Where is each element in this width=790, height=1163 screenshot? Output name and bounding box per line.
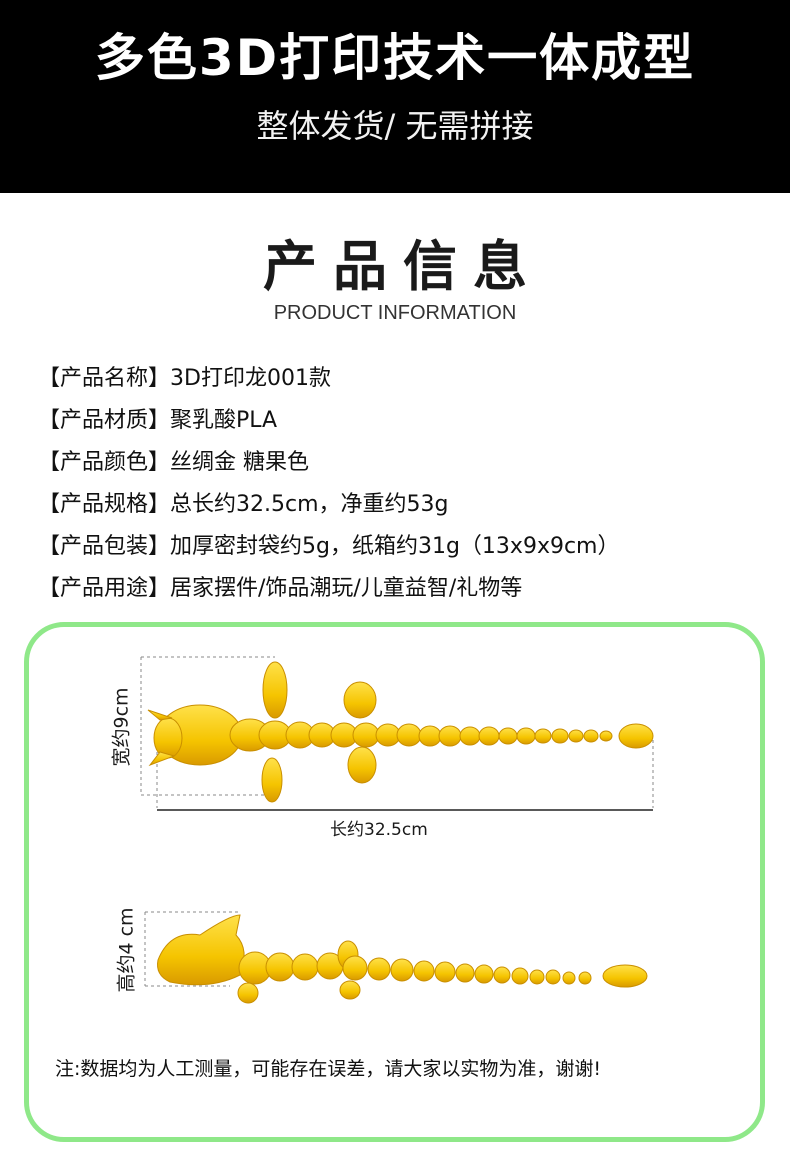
section-subtitle: PRODUCT INFORMATION	[273, 302, 517, 324]
spec-value: 聚乳酸PLA	[170, 408, 278, 433]
spec-value: 丝绸金 糖果色	[170, 450, 310, 475]
top-banner: 多色3D打印技术一体成型 整体发货/ 无需拼接	[0, 0, 790, 193]
spec-row-material: 【产品材质】聚乳酸PLA	[38, 400, 768, 442]
dragon-side-view	[157, 914, 648, 1004]
spec-row-package: 【产品包装】加厚密封袋约5g，纸箱约31g（13x9x9cm）	[38, 526, 768, 568]
height-label: 高约4 cm	[110, 905, 140, 995]
spec-row-color: 【产品颜色】丝绸金 糖果色	[38, 442, 768, 484]
spec-label: 【产品规格】	[38, 492, 171, 517]
spec-label: 【产品用途】	[38, 576, 171, 601]
length-label: 长约32.5cm	[330, 820, 428, 840]
measurement-frame	[24, 622, 765, 1142]
spec-label: 【产品材质】	[38, 408, 171, 433]
width-guide-lines	[140, 656, 654, 808]
spec-label: 【产品名称】	[38, 366, 171, 391]
section-title: 产品信息	[263, 235, 543, 298]
spec-label: 【产品颜色】	[38, 450, 171, 475]
measurement-note: 注:数据均为人工测量，可能存在误差，请大家以实物为准，谢谢!	[55, 1058, 602, 1080]
spec-list: 【产品名称】3D打印龙001款 【产品材质】聚乳酸PLA 【产品颜色】丝绸金 糖…	[38, 358, 768, 610]
height-label-text: 高约4 cm	[115, 907, 138, 993]
banner-subtitle: 整体发货/ 无需拼接	[256, 107, 534, 145]
width-label: 宽约9cm	[105, 672, 135, 782]
spec-row-usage: 【产品用途】居家摆件/饰品潮玩/儿童益智/礼物等	[38, 568, 768, 610]
spec-row-name: 【产品名称】3D打印龙001款	[38, 358, 768, 400]
banner-title: 多色3D打印技术一体成型	[94, 29, 696, 87]
spec-value: 3D打印龙001款	[170, 366, 331, 391]
spec-value: 加厚密封袋约5g，纸箱约31g（13x9x9cm）	[170, 534, 620, 559]
spec-label: 【产品包装】	[38, 534, 171, 559]
dragon-top-view	[147, 661, 654, 803]
spec-row-size: 【产品规格】总长约32.5cm，净重约53g	[38, 484, 768, 526]
width-label-text: 宽约9cm	[110, 687, 133, 767]
spec-value: 总长约32.5cm，净重约53g	[170, 492, 449, 517]
height-guide-lines	[144, 911, 240, 987]
spec-value: 居家摆件/饰品潮玩/儿童益智/礼物等	[170, 576, 523, 601]
